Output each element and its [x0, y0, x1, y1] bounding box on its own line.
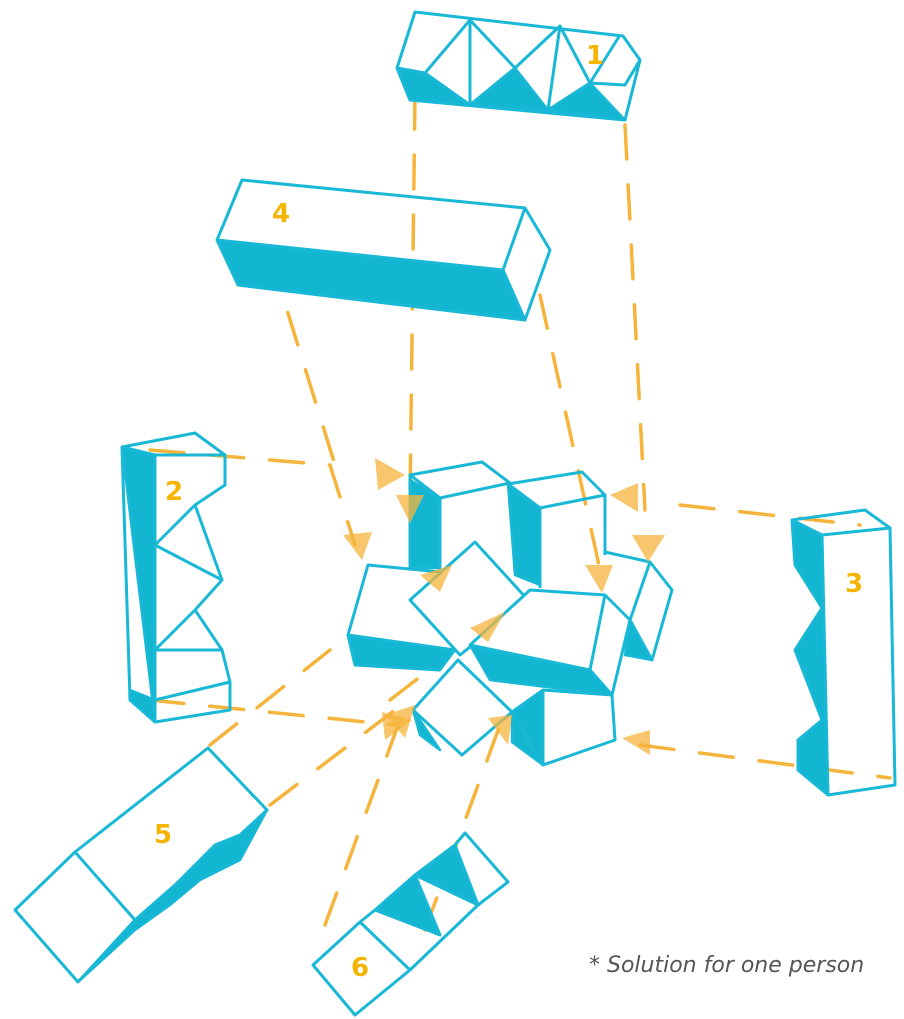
piece-4: [217, 180, 550, 320]
piece-4-shade: [217, 240, 525, 320]
guide-line: [625, 125, 645, 510]
piece-5-label: 5: [154, 820, 172, 850]
arrowhead: [585, 565, 613, 593]
piece-2-label: 2: [165, 477, 183, 507]
piece-3-label: 3: [845, 569, 863, 599]
footnote: * Solution for one person: [589, 953, 864, 978]
arrowhead: [343, 532, 372, 560]
arrowhead: [610, 483, 638, 512]
assembly-block-shade: [508, 484, 540, 585]
piece-6: [313, 833, 508, 1015]
piece-6-label: 6: [351, 953, 369, 983]
arrowhead: [622, 730, 650, 755]
piece-4-label: 4: [272, 199, 290, 229]
arrowhead: [375, 458, 405, 490]
guide-line: [270, 710, 395, 805]
piece-3: [792, 510, 895, 795]
guide-line: [210, 650, 330, 745]
guide-line: [325, 720, 400, 925]
guide-line: [640, 745, 890, 778]
piece-5: [15, 748, 267, 982]
piece-1-label: 1: [586, 41, 604, 71]
guide-line: [150, 700, 395, 725]
piece-6-outline: [313, 833, 508, 1015]
guide-line: [540, 295, 600, 570]
